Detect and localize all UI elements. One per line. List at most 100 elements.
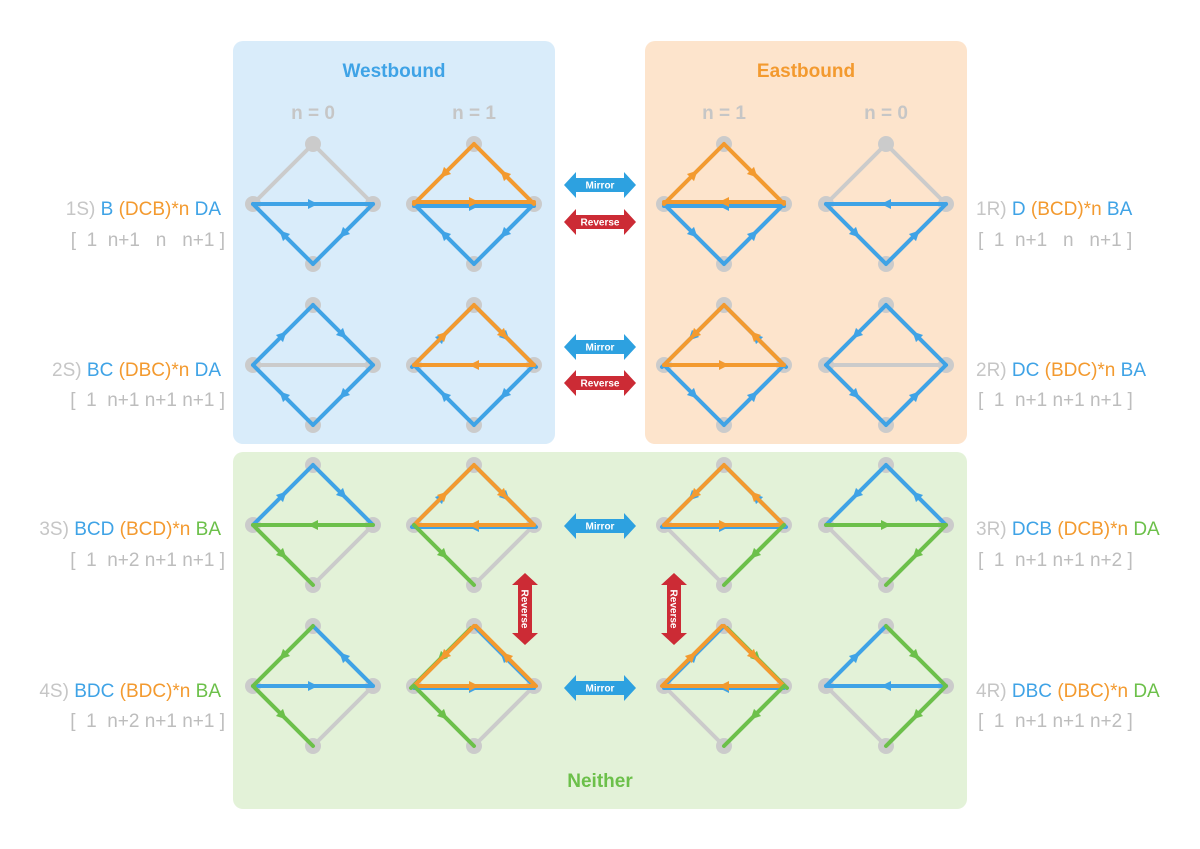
route-diagram <box>818 297 954 433</box>
direction-arrowhead <box>750 708 762 720</box>
graph-node <box>305 136 321 152</box>
path-edge <box>311 523 375 587</box>
direction-arrowhead <box>275 331 287 343</box>
direction-arrowhead <box>746 230 758 242</box>
direction-arrowhead <box>719 520 729 530</box>
mirror-arrow-row3-label: Mirror <box>586 522 615 533</box>
direction-arrowhead <box>308 681 318 691</box>
direction-arrowhead <box>335 327 347 339</box>
path-edge <box>884 142 948 206</box>
westbound-title: Westbound <box>342 61 445 82</box>
direction-arrowhead <box>496 327 508 339</box>
path-edge <box>251 142 315 206</box>
direction-arrowhead <box>908 391 920 403</box>
edge-counts: [ 1 n+2 n+1 n+1 ] <box>70 550 225 571</box>
mirror-arrow-row2-shape <box>564 334 636 360</box>
route-label-4r: 4R) DBC (DBC)*n DA <box>976 681 1160 702</box>
direction-arrowhead <box>746 166 758 178</box>
route-prefix: 4S) <box>39 681 74 702</box>
route-label-4s: 4S) BDC (BDC)*n BA <box>39 681 221 702</box>
direction-arrowhead <box>279 230 291 242</box>
direction-arrowhead <box>719 197 729 207</box>
edge-counts: [ 1 n+1 n+1 n+2 ] <box>978 550 1133 571</box>
direction-arrowhead <box>881 199 891 209</box>
route-prefix: 4R) <box>976 681 1012 702</box>
route-segment: (BDC)*n <box>1045 360 1121 381</box>
route-diagram <box>406 457 542 593</box>
route-diagram <box>656 136 792 272</box>
direction-arrowhead <box>496 487 508 499</box>
direction-arrowhead <box>908 230 920 242</box>
route-segment: DA <box>1133 519 1160 540</box>
route-segment: B <box>101 199 119 220</box>
neither-panel <box>233 452 967 809</box>
direction-arrowhead <box>436 708 448 720</box>
route-prefix: 2R) <box>976 360 1012 381</box>
direction-arrowhead <box>339 387 351 399</box>
route-segment: BC <box>87 360 119 381</box>
direction-arrowhead <box>279 648 291 660</box>
direction-arrowhead <box>436 547 448 559</box>
direction-arrowhead <box>746 648 758 660</box>
direction-arrowhead <box>848 387 860 399</box>
direction-arrowhead <box>684 652 696 664</box>
direction-arrowhead <box>469 197 479 207</box>
route-segment: DC <box>1012 360 1045 381</box>
route-segment: BA <box>1121 360 1147 381</box>
route-diagram <box>245 136 381 272</box>
edge-counts: [ 1 n+1 n n+1 ] <box>71 230 225 251</box>
direction-arrowhead <box>908 648 920 660</box>
route-segment: D <box>1012 199 1031 220</box>
reverse-arrow-row2: Reverse <box>564 370 636 396</box>
column-label-east-n1: n = 1 <box>702 103 746 124</box>
reverse-arrow-left-label: Reverse <box>519 590 530 629</box>
route-segment: (BCD)*n <box>1031 199 1107 220</box>
route-segment: (DCB)*n <box>119 199 195 220</box>
direction-arrowhead <box>746 391 758 403</box>
direction-arrowhead <box>440 230 452 242</box>
direction-arrowhead <box>335 487 347 499</box>
mirror-arrow-row4: Mirror <box>564 675 636 701</box>
direction-arrowhead <box>881 520 891 530</box>
route-diagram <box>406 297 542 433</box>
direction-arrowhead <box>912 331 924 343</box>
path-edge <box>662 684 726 748</box>
path-edge <box>311 142 375 206</box>
direction-arrowhead <box>686 170 698 182</box>
route-prefix: 3S) <box>39 519 74 540</box>
reverse-arrow-row2-shape <box>564 370 636 396</box>
mirror-arrow-row4-shape <box>564 675 636 701</box>
route-segment: DCB <box>1012 519 1057 540</box>
direction-arrowhead <box>690 487 702 499</box>
edge-counts: [ 1 n+1 n n+1 ] <box>978 230 1132 251</box>
route-segment: DA <box>195 199 222 220</box>
path-edge <box>662 523 726 587</box>
direction-arrowhead <box>912 547 924 559</box>
direction-arrowhead <box>848 652 860 664</box>
route-diagram <box>818 457 954 593</box>
route-segment: BA <box>1107 199 1133 220</box>
direction-arrowhead <box>436 491 448 503</box>
route-segment: DA <box>1133 681 1160 702</box>
direction-arrowhead <box>912 708 924 720</box>
reverse-arrow-right-label: Reverse <box>668 590 679 629</box>
direction-arrowhead <box>750 491 762 503</box>
direction-arrowhead <box>339 226 351 238</box>
direction-arrowhead <box>440 166 452 178</box>
route-segment: (DBC)*n <box>1057 681 1133 702</box>
direction-arrowhead <box>719 360 729 370</box>
route-label-3r: 3R) DCB (DCB)*n DA <box>976 519 1160 540</box>
route-segment: DA <box>195 360 222 381</box>
route-segment: (DCB)*n <box>1057 519 1133 540</box>
direction-arrowhead <box>686 387 698 399</box>
direction-arrowhead <box>750 331 762 343</box>
direction-arrowhead <box>469 360 479 370</box>
direction-arrowhead <box>339 652 351 664</box>
path-diagrams <box>245 136 954 754</box>
mirror-arrow-row2-label: Mirror <box>586 343 615 354</box>
direction-arrowhead <box>500 170 512 182</box>
route-label-1s: 1S) B (DCB)*n DA <box>66 199 222 220</box>
mirror-arrow-row1: Mirror <box>564 172 636 198</box>
route-prefix: 1S) <box>66 199 101 220</box>
route-diagram <box>245 297 381 433</box>
